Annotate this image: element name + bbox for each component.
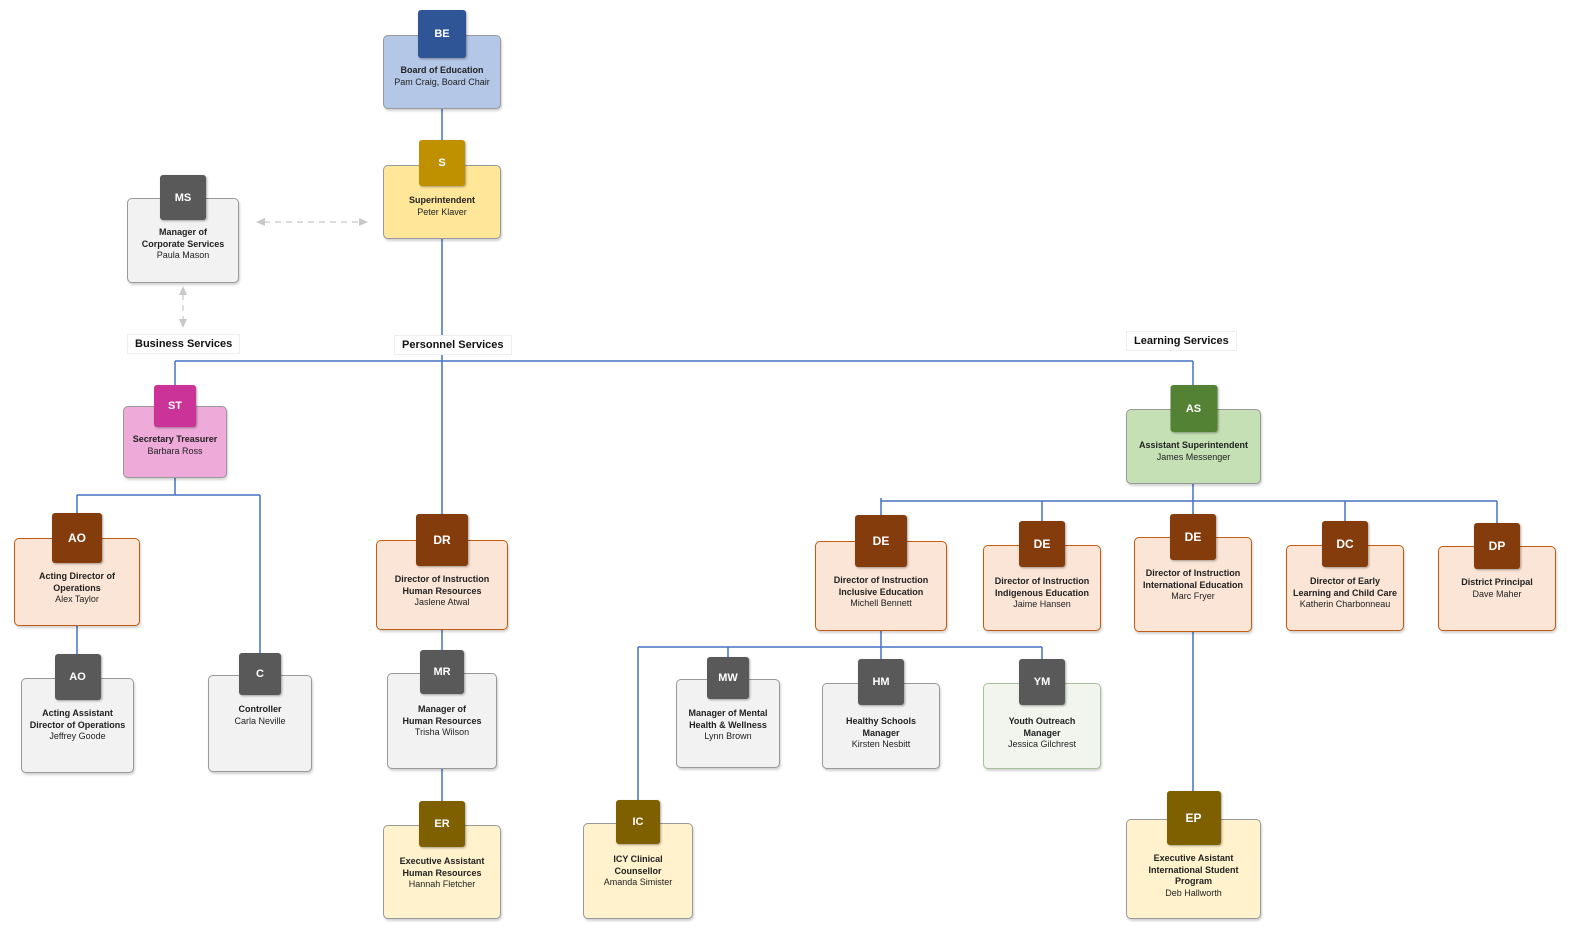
node-person: Deb Hallworth [1165, 887, 1222, 898]
arrowhead-down [179, 319, 187, 328]
node-person: Amanda Simister [603, 877, 673, 887]
node-manager-human-resources[interactable]: Manager of Human Resources Trisha Wilson… [387, 650, 497, 769]
node-title: Executive Asistant International Student… [1148, 853, 1239, 886]
node-initials-badge: IC [616, 800, 660, 844]
node-person: Jaslene Atwal [414, 597, 470, 607]
node-person: Kirsten Nesbitt [851, 739, 911, 749]
node-executive-assistant-international-program[interactable]: Executive Asistant International Student… [1126, 791, 1261, 919]
node-card: Youth Outreach Manager Jessica Gilchrest [983, 683, 1101, 769]
arrowhead-right [359, 218, 368, 226]
node-controller[interactable]: Controller Carla Neville C [208, 653, 312, 772]
node-title: Director of Instruction Indigenous Educa… [994, 576, 1090, 598]
node-healthy-schools-manager[interactable]: Healthy Schools Manager Kirsten Nesbitt … [822, 659, 940, 769]
node-title: Director of Instruction Inclusive Educat… [833, 575, 929, 597]
node-title: Board of Education [400, 65, 484, 75]
node-title: Acting Director of Operations [38, 571, 115, 593]
node-assistant-superintendent[interactable]: Assistant Superintendent James Messenger… [1126, 385, 1261, 484]
node-initials-badge: MS [160, 175, 206, 220]
node-person: Carla Neville [234, 715, 286, 726]
section-label-personnel-services: Personnel Services [394, 335, 512, 355]
node-person: Jaime Hansen [1013, 599, 1071, 609]
node-initials-badge: C [239, 653, 281, 695]
node-director-early-learning[interactable]: Director of Early Learning and Child Car… [1286, 521, 1404, 631]
node-title: ICY Clinical Counsellor [613, 854, 663, 876]
node-title: Manager of Human Resources [402, 704, 482, 726]
node-initials-badge: ER [419, 801, 465, 847]
node-initials-badge: S [419, 140, 465, 186]
node-title: Manager of Corporate Services [141, 227, 225, 249]
node-initials-badge: DP [1474, 523, 1520, 569]
node-title: District Principal [1461, 577, 1533, 587]
node-director-indigenous-education[interactable]: Director of Instruction Indigenous Educa… [983, 521, 1101, 631]
node-initials-badge: DC [1322, 521, 1368, 567]
node-person: Barbara Ross [147, 445, 203, 456]
node-initials-badge: MW [707, 657, 749, 699]
node-title: Director of Early Learning and Child Car… [1292, 576, 1397, 598]
node-person: Trisha Wilson [414, 727, 470, 737]
node-person: Marc Fryer [1171, 591, 1215, 601]
node-title: Director of Instruction International Ed… [1142, 568, 1243, 590]
node-title: Youth Outreach Manager [1008, 716, 1076, 738]
node-acting-director-operations[interactable]: Acting Director of Operations Alex Taylo… [14, 513, 140, 626]
node-person: Katherin Charbonneau [1299, 599, 1391, 609]
node-person: Lynn Brown [704, 731, 752, 741]
node-initials-badge: AO [54, 654, 101, 700]
node-person: James Messenger [1156, 451, 1231, 462]
node-initials-badge: DE [855, 515, 907, 567]
node-person: Pam Craig, Board Chair [394, 76, 490, 87]
node-person: Peter Klaver [417, 206, 467, 217]
node-initials-badge: MR [420, 650, 464, 694]
node-person: Alex Taylor [55, 594, 99, 604]
node-initials-badge: AO [52, 513, 102, 563]
arrowhead-left [256, 218, 265, 226]
node-person: Jeffrey Goode [49, 731, 106, 741]
node-initials-badge: DE [1019, 521, 1065, 567]
node-initials-badge: DE [1170, 514, 1216, 560]
node-person: Paula Mason [156, 250, 210, 260]
node-superintendent[interactable]: Superintendent Peter Klaver S [383, 140, 501, 239]
node-icy-clinical-counsellor[interactable]: ICY Clinical Counsellor Amanda Simister … [583, 800, 693, 919]
node-title: Superintendent [408, 195, 475, 205]
node-executive-assistant-human-resources[interactable]: Executive Assistant Human Resources Hann… [383, 801, 501, 919]
node-person: Jessica Gilchrest [1007, 739, 1077, 749]
node-title: Director of Instruction Human Resources [394, 574, 490, 596]
node-initials-badge: DR [416, 514, 468, 566]
node-person: Michell Bennett [850, 598, 912, 608]
node-director-inclusive-education[interactable]: Director of Instruction Inclusive Educat… [815, 515, 947, 631]
node-initials-badge: BE [418, 10, 466, 58]
node-title: Acting Assistant Director of Operations [29, 708, 126, 730]
node-initials-badge: YM [1019, 659, 1065, 705]
node-board-of-education[interactable]: Board of Education Pam Craig, Board Chai… [383, 10, 501, 109]
section-label-learning-services: Learning Services [1126, 331, 1237, 351]
node-manager-corporate-services[interactable]: Manager of Corporate Services Paula Maso… [127, 175, 239, 283]
node-director-human-resources[interactable]: Director of Instruction Human Resources … [376, 514, 508, 630]
node-youth-outreach-manager[interactable]: Youth Outreach Manager Jessica Gilchrest… [983, 659, 1101, 769]
node-person: Hannah Fletcher [408, 879, 476, 889]
node-title: Controller [238, 704, 282, 714]
node-initials-badge: ST [154, 385, 196, 427]
section-label-business-services: Business Services [127, 334, 241, 354]
node-manager-mental-health[interactable]: Manager of Mental Health & Wellness Lynn… [676, 657, 780, 768]
node-initials-badge: AS [1170, 385, 1217, 432]
node-title: Manager of Mental Health & Wellness [688, 708, 768, 730]
node-initials-badge: HM [858, 659, 904, 705]
node-director-international-education[interactable]: Director of Instruction International Ed… [1134, 514, 1252, 632]
node-title: Healthy Schools Manager [845, 716, 917, 738]
node-initials-badge: EP [1166, 791, 1221, 845]
node-district-principal[interactable]: District Principal Dave Maher DP [1438, 523, 1556, 631]
node-card: Assistant Superintendent James Messenger [1126, 409, 1261, 484]
arrowhead-up [179, 286, 187, 295]
node-secretary-treasurer[interactable]: Secretary Treasurer Barbara Ross ST [123, 385, 227, 478]
node-acting-assistant-director-operations[interactable]: Acting Assistant Director of Operations … [21, 654, 134, 773]
node-title: Secretary Treasurer [132, 434, 218, 444]
node-title: Executive Assistant Human Resources [399, 856, 485, 878]
node-person: Dave Maher [1472, 588, 1522, 599]
node-title: Assistant Superintendent [1138, 440, 1248, 450]
